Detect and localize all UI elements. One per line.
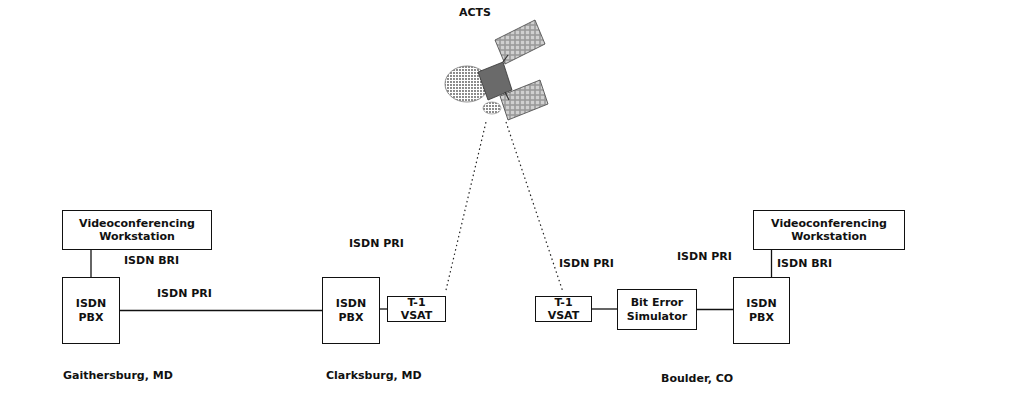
link-line: [120, 310, 322, 311]
box-text: ISDN PBX: [66, 297, 116, 323]
link-label: ISDN PRI: [676, 250, 733, 263]
simulator-box: Bit Error Simulator: [617, 289, 697, 330]
pbx-box: ISDN PBX: [62, 277, 120, 344]
box-text: ISDN PBX: [326, 297, 376, 323]
site-name: Clarksburg, MD: [325, 369, 423, 382]
link-label: ISDN BRI: [776, 257, 833, 270]
box-text: T-1 VSAT: [539, 296, 588, 322]
link-label: ISDN PRI: [156, 287, 213, 300]
pbx-box: ISDN PBX: [733, 277, 790, 344]
link-label: ISDN BRI: [123, 254, 180, 267]
link-line: [697, 309, 733, 310]
box-text: Videoconferencing Workstation: [757, 217, 901, 243]
link-line: [592, 309, 617, 310]
vsat-box: T-1 VSAT: [535, 296, 592, 322]
box-text: Videoconferencing Workstation: [66, 217, 208, 243]
box-text: T-1 VSAT: [391, 296, 442, 322]
vsat-box: T-1 VSAT: [387, 296, 446, 322]
box-text: Bit Error Simulator: [621, 296, 693, 322]
workstation-box: Videoconferencing Workstation: [62, 210, 212, 250]
workstation-box: Videoconferencing Workstation: [753, 210, 905, 250]
pbx-box: ISDN PBX: [322, 277, 380, 344]
box-text: ISDN PBX: [737, 297, 786, 323]
satellite: [445, 20, 548, 120]
link-label: ISDN PRI: [558, 257, 615, 270]
satellite-name: ACTS: [458, 6, 492, 19]
satellite-link: [446, 122, 563, 292]
site-name: Gaithersburg, MD: [62, 369, 174, 382]
link-label: ISDN PRI: [348, 237, 405, 250]
site-name: Boulder, CO: [660, 372, 734, 385]
link-line: [771, 250, 772, 277]
link-line: [380, 309, 387, 310]
link-line: [91, 250, 92, 277]
